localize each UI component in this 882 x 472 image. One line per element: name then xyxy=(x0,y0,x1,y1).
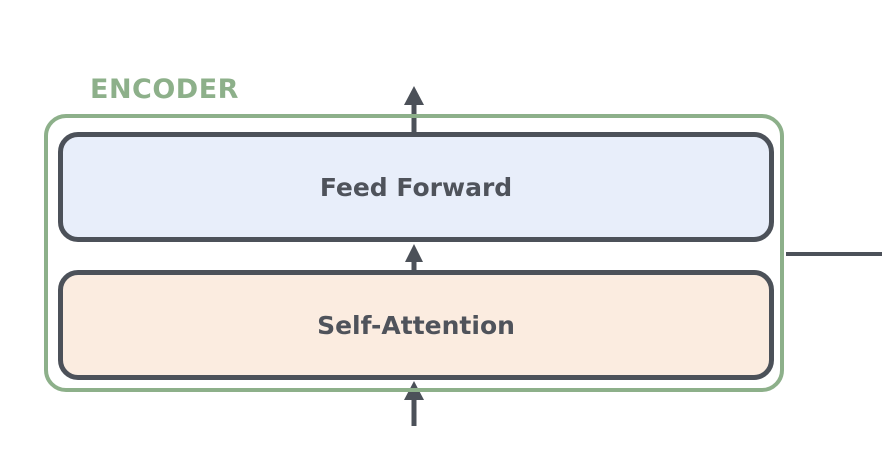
feed-forward-label: Feed Forward xyxy=(319,172,513,202)
encoder-label: ENCODER xyxy=(90,74,239,105)
encoder-box xyxy=(44,114,784,392)
self-attention-label: Self-Attention xyxy=(317,310,515,340)
feed-forward-box: Feed Forward xyxy=(58,132,774,242)
output-arrow-head xyxy=(404,86,424,105)
inner-arrow-head xyxy=(405,244,423,262)
self-attention-box: Self-Attention xyxy=(58,270,774,380)
